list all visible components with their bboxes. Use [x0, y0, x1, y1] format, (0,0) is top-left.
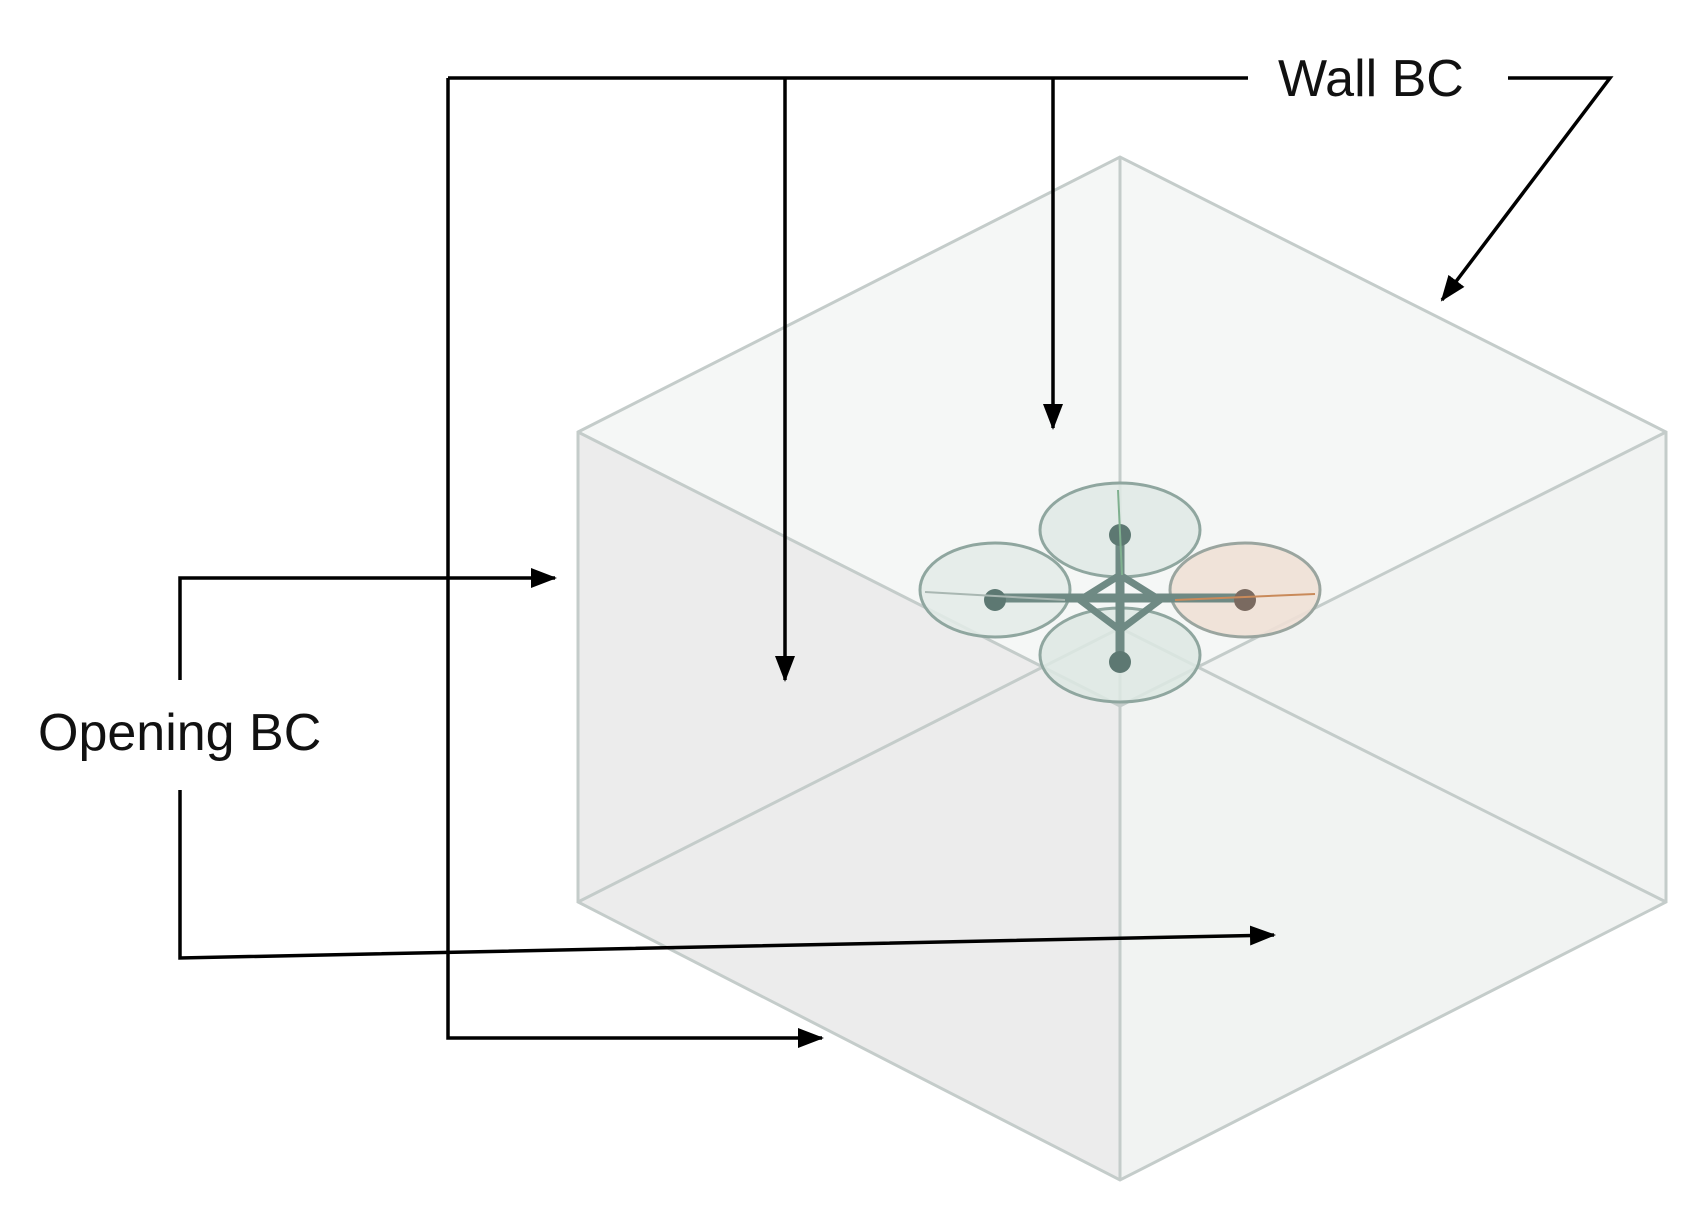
opening-bc-label: Opening BC — [38, 704, 321, 762]
opening-bc-arrow-left-face — [178, 568, 557, 680]
opening-bc-arrow-right-face — [178, 790, 1276, 960]
rotor-blade-right — [1174, 593, 1316, 601]
box-face-right — [1120, 432, 1666, 1180]
box-edge-right-diag-down — [1119, 430, 1667, 708]
box-face-left — [578, 432, 1120, 1180]
wall-bc-arrow-back-face — [1440, 76, 1614, 302]
domain-box — [576, 155, 1668, 1182]
quadcopter-drone — [918, 481, 1322, 704]
rotor-blade-left — [924, 591, 1066, 601]
box-edge-left-diag-up — [577, 626, 1121, 904]
rotor-blade-top — [1117, 489, 1123, 576]
drone-hub-bottom — [1109, 651, 1131, 673]
wall-bc-callout: Wall BC — [446, 50, 1614, 1048]
drone-hub-left — [984, 589, 1006, 611]
box-edge-right-diag-up — [1119, 626, 1667, 904]
box-edge-left-diag-down — [577, 430, 1121, 708]
drone-body-frame — [1073, 570, 1167, 635]
wall-bc-label: Wall BC — [1278, 50, 1464, 108]
opening-bc-callout: Opening BC — [38, 568, 1276, 960]
drone-hub-right — [1234, 589, 1256, 611]
wall-bc-arrow-bottom-face — [446, 78, 824, 1048]
